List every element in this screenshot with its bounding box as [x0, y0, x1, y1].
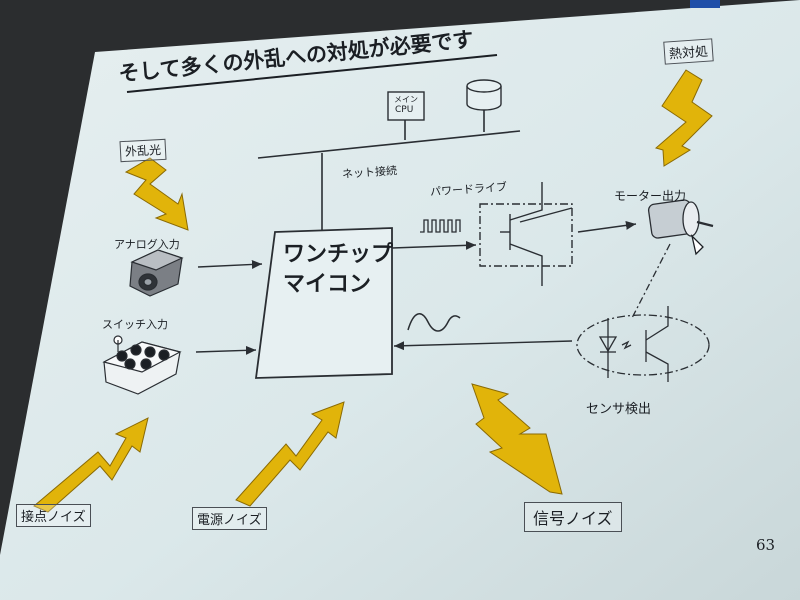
- sensor-to-mcu-arrow: [393, 340, 573, 351]
- switch-input-label: スイッチ入力: [102, 318, 168, 331]
- mcu-to-drive-arrow: [391, 240, 477, 250]
- mcu-label-line2: マイコン: [283, 272, 372, 297]
- main-cpu-label-1: メイン: [394, 95, 418, 104]
- title-underline: [126, 54, 498, 93]
- heat-label: 熱対処: [663, 38, 714, 65]
- page-number: 63: [756, 536, 776, 554]
- analog-input-label: アナログ入力: [114, 238, 180, 251]
- one-chip-mcu-box: [254, 227, 393, 379]
- motor-sensor-link: [631, 243, 671, 319]
- pulse-waveform-icon: [420, 219, 461, 233]
- sensor-label: センサ検出: [586, 402, 652, 417]
- switch-panel-icon: [102, 335, 182, 395]
- sine-waveform-icon: [407, 313, 461, 332]
- lightning-bolt-icon: [471, 383, 563, 495]
- camera-icon: [129, 249, 184, 297]
- signal-noise-label: 信号ノイズ: [524, 502, 622, 532]
- main-cpu-label-2: CPU: [395, 105, 414, 115]
- switch-to-mcu-arrow: [195, 345, 257, 355]
- external-light-label: 外乱光: [119, 138, 167, 163]
- lightning-bolt-icon: [124, 157, 189, 231]
- power-drive-circuit: [479, 182, 573, 286]
- lightning-bolt-icon: [235, 401, 345, 507]
- database-icon: [466, 79, 502, 111]
- mcu-label-line1: ワンチップ: [283, 242, 394, 267]
- power-noise-label: 電源ノイズ: [192, 507, 267, 530]
- contact-noise-label: 接点ノイズ: [16, 504, 91, 527]
- motor-label: モーター出力: [614, 189, 687, 203]
- motor-icon: [647, 199, 714, 256]
- main-cpu-box: [387, 91, 425, 121]
- analog-to-mcu-arrow: [197, 259, 263, 269]
- drive-to-motor-arrow: [577, 220, 637, 233]
- lightning-bolt-icon: [33, 417, 149, 513]
- logo-mark: [690, 0, 720, 8]
- lightning-bolt-icon: [654, 69, 713, 167]
- optocoupler-icon: [576, 306, 710, 382]
